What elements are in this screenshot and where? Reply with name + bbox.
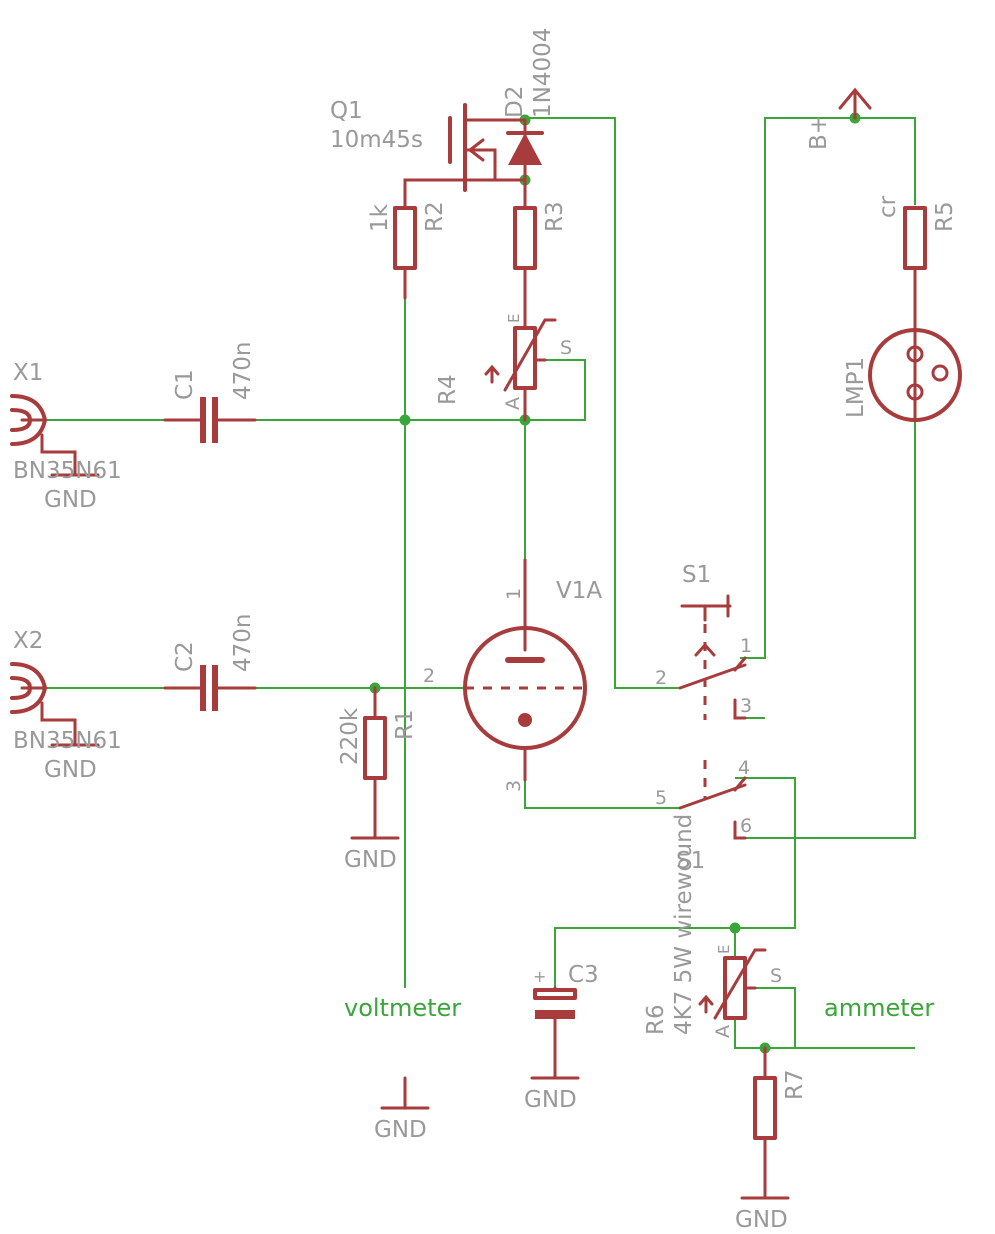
wire-bplus-r5 xyxy=(855,117,916,205)
r3-name: R3 xyxy=(542,201,568,232)
tube-v1a: V1A 1 2 3 xyxy=(423,558,602,792)
d2-value: 1N4004 xyxy=(530,28,556,118)
r6-name: R6 xyxy=(643,1004,669,1035)
x2-name: X2 xyxy=(13,628,43,654)
wire-v1a-s1 xyxy=(524,780,680,809)
wire-c3-r6 xyxy=(554,927,736,988)
s1-pin2: 2 xyxy=(655,667,667,689)
resistor-r2: 1k R2 xyxy=(367,178,467,300)
resistor-r5: cr R5 xyxy=(875,195,958,330)
r6-value: 4K7 5W wirewound xyxy=(671,814,697,1035)
r1-value: 220k xyxy=(337,707,363,765)
net-label-voltmeter: voltmeter xyxy=(344,994,461,1022)
v1a-name: V1A xyxy=(556,578,602,604)
v1a-pin1: 1 xyxy=(503,588,525,600)
wire-d2-s1 xyxy=(525,117,680,689)
potentiometer-r4: E S A R4 xyxy=(435,314,572,422)
x1-gnd-label: GND xyxy=(44,487,97,513)
resistor-r7: R7 GND xyxy=(735,1046,808,1233)
capacitor-c3: + C3 GND xyxy=(524,962,599,1113)
v1a-pin3: 3 xyxy=(503,780,525,792)
switch-s1-upper: S1 1 2 3 xyxy=(655,562,752,720)
s1-pin5: 5 xyxy=(655,787,667,809)
connector-x1: X1 BN35N61 GND xyxy=(10,360,122,513)
c2-value: 470n xyxy=(230,614,256,672)
c3-plus: + xyxy=(533,967,546,986)
capacitor-c2: C2 470n xyxy=(163,614,257,711)
r4-pin-s: S xyxy=(560,337,572,359)
s1-pin1: 1 xyxy=(740,635,752,657)
c1-value: 470n xyxy=(230,342,256,400)
wire-r6-wiper xyxy=(755,987,796,1048)
potentiometer-r6: E S A R6 4K7 5W wirewound xyxy=(643,814,782,1038)
bplus-name: B+ xyxy=(806,115,832,150)
junction-dot xyxy=(399,414,411,426)
s1-pin6: 6 xyxy=(740,815,752,837)
resistor-r1: 220k R1 GND xyxy=(337,686,418,873)
voltmeter-gnd-label: GND xyxy=(374,1117,427,1143)
r1-name: R1 xyxy=(392,709,418,740)
x1-value: BN35N61 xyxy=(13,458,122,484)
x2-value: BN35N61 xyxy=(13,728,122,754)
s1-name-top: S1 xyxy=(682,562,711,588)
r6-pin-a: A xyxy=(712,1025,734,1038)
r7-gnd-label: GND xyxy=(735,1207,788,1233)
connector-x2: X2 BN35N61 GND xyxy=(10,628,122,783)
q1-value: 10m45s xyxy=(330,127,423,153)
c1-name: C1 xyxy=(172,369,198,400)
c2-name: C2 xyxy=(172,641,198,672)
r1-gnd-label: GND xyxy=(344,847,397,873)
wires xyxy=(45,117,916,1078)
v1a-pin2: 2 xyxy=(423,665,435,687)
wire-r4-wiper xyxy=(525,359,586,421)
r6-pin-s: S xyxy=(770,965,782,987)
switch-s1-lower: 4 5 6 S1 xyxy=(655,757,752,874)
r2-name: R2 xyxy=(422,201,448,232)
junction-dot xyxy=(729,922,741,934)
wire-s1-r6 xyxy=(735,777,796,929)
capacitor-c1: C1 470n xyxy=(163,342,257,443)
c3-gnd-label: GND xyxy=(524,1087,577,1113)
resistor-r3: R3 xyxy=(513,178,568,330)
lmp1-name: LMP1 xyxy=(843,357,869,418)
c3-name: C3 xyxy=(568,962,599,988)
s1-name-bottom: S1 xyxy=(676,848,705,874)
wire-lmp1-s1 xyxy=(735,420,916,839)
q1-name: Q1 xyxy=(330,98,363,124)
s1-pin3: 3 xyxy=(740,695,752,717)
r4-name: R4 xyxy=(435,374,461,405)
r5-name: R5 xyxy=(932,201,958,232)
r4-pin-a: A xyxy=(502,397,524,410)
lamp-lmp1: LMP1 xyxy=(843,328,962,422)
x1-name: X1 xyxy=(13,360,43,386)
wire-r6-ammeter xyxy=(734,1018,915,1049)
r5-value: cr xyxy=(875,195,901,218)
r4-pin-e: E xyxy=(505,314,523,323)
s1-pin4: 4 xyxy=(738,757,750,779)
r6-pin-e: E xyxy=(715,945,733,954)
transistor-q1: Q1 10m45s xyxy=(330,98,527,192)
r2-value: 1k xyxy=(367,203,393,232)
diode-d2: D2 1N4004 xyxy=(502,28,556,182)
supply-bplus: B+ xyxy=(806,87,872,150)
r7-name: R7 xyxy=(782,1069,808,1100)
wire-bplus-s1 xyxy=(740,117,855,659)
ground-voltmeter: GND xyxy=(374,1076,430,1143)
net-label-ammeter: ammeter xyxy=(824,994,934,1022)
d2-name: D2 xyxy=(502,86,528,118)
x2-gnd-label: GND xyxy=(44,757,97,783)
